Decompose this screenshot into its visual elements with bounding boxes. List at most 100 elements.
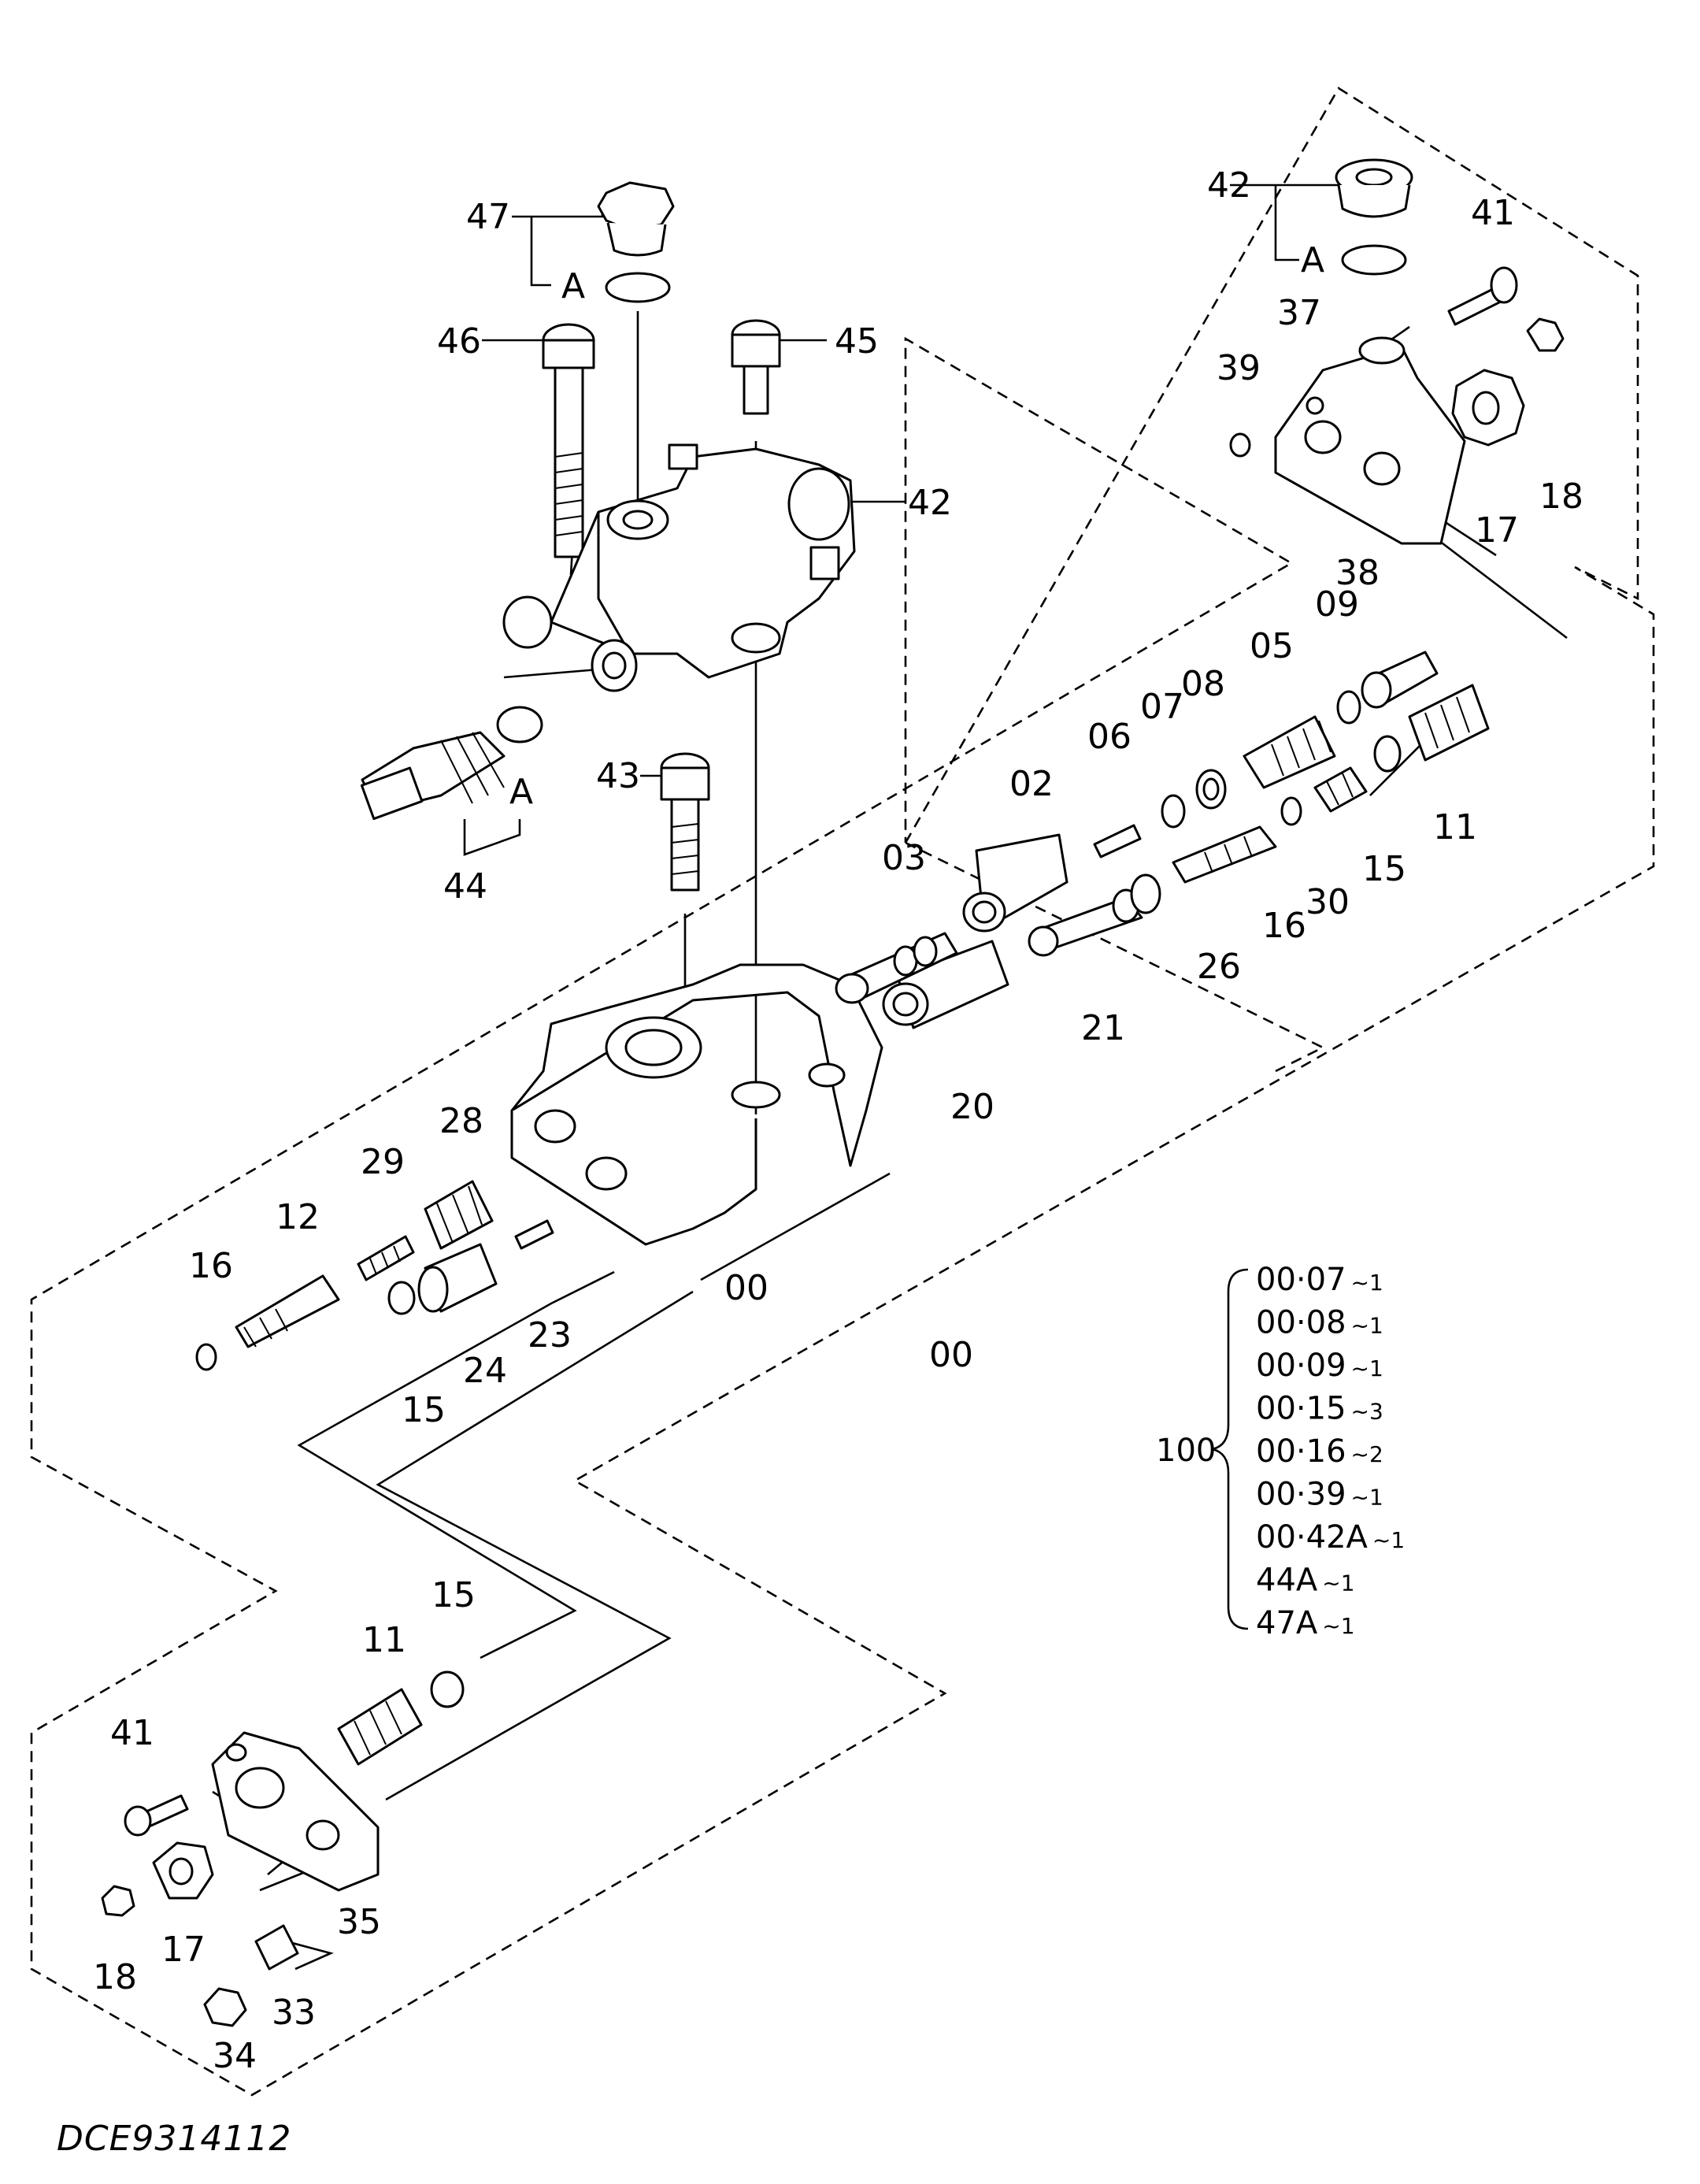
callout-08: 08 xyxy=(1181,664,1225,704)
callout-33: 33 xyxy=(272,1993,316,2033)
spring-29 xyxy=(357,1235,415,1281)
callout-46: 46 xyxy=(437,321,481,362)
legend-item-qty: ~1 xyxy=(1351,1355,1383,1381)
callout-34: 34 xyxy=(213,2036,257,2076)
plug-47 xyxy=(597,181,675,303)
callout-47: 47 xyxy=(466,197,510,237)
legend-item: 00·08~1 xyxy=(1256,1305,1383,1341)
assembly-boundary xyxy=(30,87,1655,2097)
legend-item-code: 44A xyxy=(1256,1563,1318,1599)
callout-A-right: A xyxy=(1301,240,1324,280)
main-valve-body xyxy=(510,963,883,1246)
legend-item-qty: ~2 xyxy=(1351,1441,1383,1467)
oring-16-upper xyxy=(1280,796,1302,826)
legend-item-code: 00·39 xyxy=(1256,1477,1346,1513)
bolt-41-lower xyxy=(124,1794,189,1837)
callout-03: 03 xyxy=(882,838,926,878)
cover-37 xyxy=(1274,336,1466,545)
callout-29: 29 xyxy=(361,1142,405,1182)
callout-42: 42 xyxy=(908,483,952,523)
spool-12 xyxy=(235,1274,340,1348)
callout-18-lower: 18 xyxy=(93,1957,137,1997)
spool-26 xyxy=(1172,825,1277,884)
callout-23: 23 xyxy=(528,1315,572,1355)
nut-17-lower xyxy=(152,1841,214,1900)
oring-16-lower xyxy=(195,1343,217,1371)
bolt-46 xyxy=(542,323,595,558)
sensor-44 xyxy=(360,706,543,821)
legend-item-code: 00·08 xyxy=(1256,1305,1346,1341)
callout-45: 45 xyxy=(835,321,879,362)
bolt-45 xyxy=(731,319,781,415)
legend-item-qty: ~1 xyxy=(1351,1313,1383,1339)
spring-11-upper xyxy=(1408,684,1490,762)
callout-A-sensor: A xyxy=(509,772,533,812)
legend-item-code: 00·15 xyxy=(1256,1391,1346,1427)
nut-18-upper xyxy=(1526,317,1565,352)
sleeve-20 xyxy=(882,940,1009,1029)
nut-18-lower xyxy=(101,1885,135,1917)
callout-labels: 47 A 46 45 42 43 A 44 42 A 41 37 39 18 1… xyxy=(93,165,1583,2076)
callout-38: 38 xyxy=(1335,553,1380,593)
oring-09 xyxy=(1336,690,1361,725)
legend-item-code: 00·07 xyxy=(1256,1262,1346,1298)
legend-item-code: 00·16 xyxy=(1256,1433,1346,1470)
legend-label: 100 xyxy=(1156,1433,1216,1469)
callout-44: 44 xyxy=(443,866,487,907)
washer-08 xyxy=(1195,769,1227,810)
legend-item-qty: ~1 xyxy=(1351,1485,1383,1511)
legend-item-code: 47A xyxy=(1256,1605,1318,1641)
oring-39 xyxy=(1229,432,1251,458)
callout-17-lower: 17 xyxy=(161,1930,206,1970)
legend-item: 00·42A~1 xyxy=(1256,1519,1405,1555)
callout-41-lower: 41 xyxy=(110,1713,154,1753)
bolt-43 xyxy=(660,752,710,892)
legend-item: 00·07~1 xyxy=(1256,1262,1383,1298)
spring-28 xyxy=(424,1180,494,1250)
legend-item: 00·16~2 xyxy=(1256,1433,1383,1470)
screw-33 xyxy=(254,1924,299,1971)
callout-37: 37 xyxy=(1277,293,1321,333)
callout-09: 09 xyxy=(1315,584,1359,625)
spring-11-lower xyxy=(337,1688,423,1766)
pin-23 xyxy=(514,1219,554,1250)
cap-38 xyxy=(1361,651,1439,709)
bolt-41-upper xyxy=(1447,266,1518,326)
callout-06: 06 xyxy=(1087,717,1131,757)
callout-42-right: 42 xyxy=(1207,165,1251,206)
spool-03 xyxy=(835,932,958,1004)
callout-43: 43 xyxy=(596,756,640,796)
callout-12: 12 xyxy=(276,1197,320,1237)
sleeve-02 xyxy=(962,833,1069,933)
callout-07: 07 xyxy=(1140,687,1184,727)
legend-item-qty: ~1 xyxy=(1322,1613,1354,1639)
nut-34 xyxy=(203,1987,247,2027)
oring-15-lower xyxy=(387,1281,416,1315)
callout-11-upper: 11 xyxy=(1433,807,1477,847)
callout-00-body: 00 xyxy=(724,1268,769,1308)
legend-item: 00·39~1 xyxy=(1256,1477,1383,1513)
legend-item: 44A~1 xyxy=(1256,1563,1355,1599)
kit-legend: 100 00·07~100·08~100·09~100·15~300·16~20… xyxy=(1156,1262,1405,1641)
callout-41-upper: 41 xyxy=(1471,193,1515,233)
plug-42-right xyxy=(1335,158,1413,276)
oring-07 xyxy=(1161,794,1186,829)
spool-21 xyxy=(1028,873,1161,957)
legend-items: 00·07~100·08~100·09~100·15~300·16~200·39… xyxy=(1256,1262,1405,1641)
callout-11-lower: 11 xyxy=(362,1620,406,1660)
callout-17-upper: 17 xyxy=(1475,510,1519,551)
callout-21: 21 xyxy=(1081,1008,1125,1048)
oring-15-bottom xyxy=(430,1670,465,1708)
callout-05: 05 xyxy=(1250,626,1294,666)
callout-02: 02 xyxy=(1009,764,1054,804)
legend-item-code: 00·09 xyxy=(1256,1348,1346,1384)
callout-16-upper: 16 xyxy=(1262,906,1306,946)
callout-28: 28 xyxy=(439,1101,483,1141)
callout-20: 20 xyxy=(950,1087,994,1127)
spring-05 xyxy=(1243,715,1336,789)
legend-item-qty: ~1 xyxy=(1372,1527,1405,1553)
callout-A-top: A xyxy=(561,266,585,306)
legend-item-code: 00·42A xyxy=(1256,1519,1369,1555)
pilot-valve-body xyxy=(502,443,856,692)
